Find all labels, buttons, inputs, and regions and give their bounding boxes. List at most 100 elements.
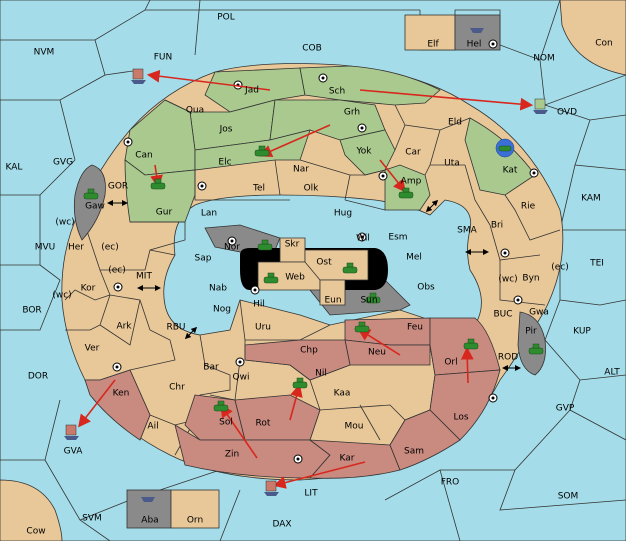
label-jos: Jos [219,125,233,135]
label-rie: Rie [521,202,536,212]
label-ark: Ark [116,322,132,332]
label-kat: Kat [503,166,518,176]
label-yok: Yok [355,147,372,157]
label-gwa: Gwa [529,308,549,318]
supply-center-icon [513,295,523,305]
label-ost: Ost [316,258,332,268]
label-eld: Eld [448,118,462,128]
label-ver: Ver [85,344,100,354]
label-lit: LIT [304,489,318,499]
units [83,138,544,412]
label-ail: Ail [147,422,158,432]
supply-center-icon [123,137,133,147]
fleet-icon [131,68,146,84]
label-obs: Obs [417,283,435,293]
tank-icon [463,338,479,350]
label-grh: Grh [344,108,360,118]
territory-pir[interactable] [517,311,546,376]
label-wc3: (wc) [52,291,71,301]
label-hil: Hil [253,300,265,310]
label-car: Car [405,148,421,158]
label-wc1: (wc) [55,218,74,228]
label-can: Can [135,151,153,161]
label-gvp: GVP [556,404,575,414]
label-kup: KUP [573,327,591,337]
label-bar: Bar [203,363,219,373]
label-nvm: NVM [34,48,55,58]
label-olk: Olk [304,184,320,194]
label-hug: Hug [334,209,352,219]
label-tei: TEI [589,259,604,269]
label-los: Los [453,413,468,423]
double-arrow-icon [107,199,521,371]
label-eun: Eun [324,296,341,306]
label-hel: Hel [467,40,482,50]
territory-cow[interactable] [0,479,63,541]
supply-center-icon [112,362,122,372]
territory-rot[interactable] [234,394,321,441]
label-neu: Neu [368,348,386,358]
label-buc: BUC [493,310,512,320]
label-gva: GVA [64,447,84,457]
tank-icon [398,187,414,199]
tank-icon [254,145,270,157]
fleet-icon [264,480,279,496]
label-wil: Wil [356,234,370,244]
label-uru: Uru [255,323,271,333]
label-ken: Ken [113,389,130,399]
label-web: Web [285,273,305,283]
label-chr: Chr [169,383,185,393]
label-kal: KAL [6,163,23,173]
supply-center-icon [293,454,303,464]
label-chp: Chp [300,346,318,356]
territory-aba[interactable] [126,489,172,529]
tank-icon [83,188,99,200]
label-mvu: MVU [35,243,56,253]
label-sun: Sun [360,296,377,306]
label-cob: COB [302,44,322,54]
label-jad: Jad [244,86,259,96]
label-sam: Sam [404,447,424,457]
territory-elf[interactable] [404,14,456,51]
territory-gaw[interactable] [73,164,106,241]
label-cow: Cow [26,527,45,537]
label-fun: FUN [154,53,173,63]
territory-orn[interactable] [170,489,220,529]
territory-sam[interactable] [389,409,461,471]
tank-icon [342,262,358,274]
territory-nil[interactable] [244,339,351,381]
supply-center-icon [500,248,510,258]
label-kam: KAM [581,194,601,204]
label-orl: Orl [444,358,457,368]
label-orn: Orn [187,516,203,526]
label-kaa: Kaa [334,389,351,399]
supply-center-icon [227,236,237,246]
fleet-icon [141,497,155,502]
label-mou: Mou [345,422,364,432]
supply-center-icon [488,393,498,403]
label-nil: Nil [315,369,327,379]
label-dax: DAX [272,520,291,530]
territory-eun[interactable] [319,279,346,306]
label-her: Her [68,243,84,253]
supply-center-icon [529,168,539,178]
label-rot: Rot [256,419,271,429]
label-mit: MIT [136,272,152,282]
fleet-icon [64,424,79,440]
supply-center-icon [488,39,498,49]
tank-icon [528,343,544,355]
label-svm: SVM [82,514,102,524]
label-amp: Amp [401,177,422,187]
label-qua: Qua [186,106,204,116]
label-nor: Nor [224,243,240,253]
supply-center-icon [318,73,328,83]
label-ec3: (ec) [551,263,569,273]
label-pir: Pir [525,327,537,337]
supply-center-icon [235,357,245,367]
territory-kat[interactable] [464,117,536,196]
territory-ken[interactable] [84,369,151,441]
label-elc: Elc [218,158,231,168]
label-ovd: OVD [557,108,577,118]
